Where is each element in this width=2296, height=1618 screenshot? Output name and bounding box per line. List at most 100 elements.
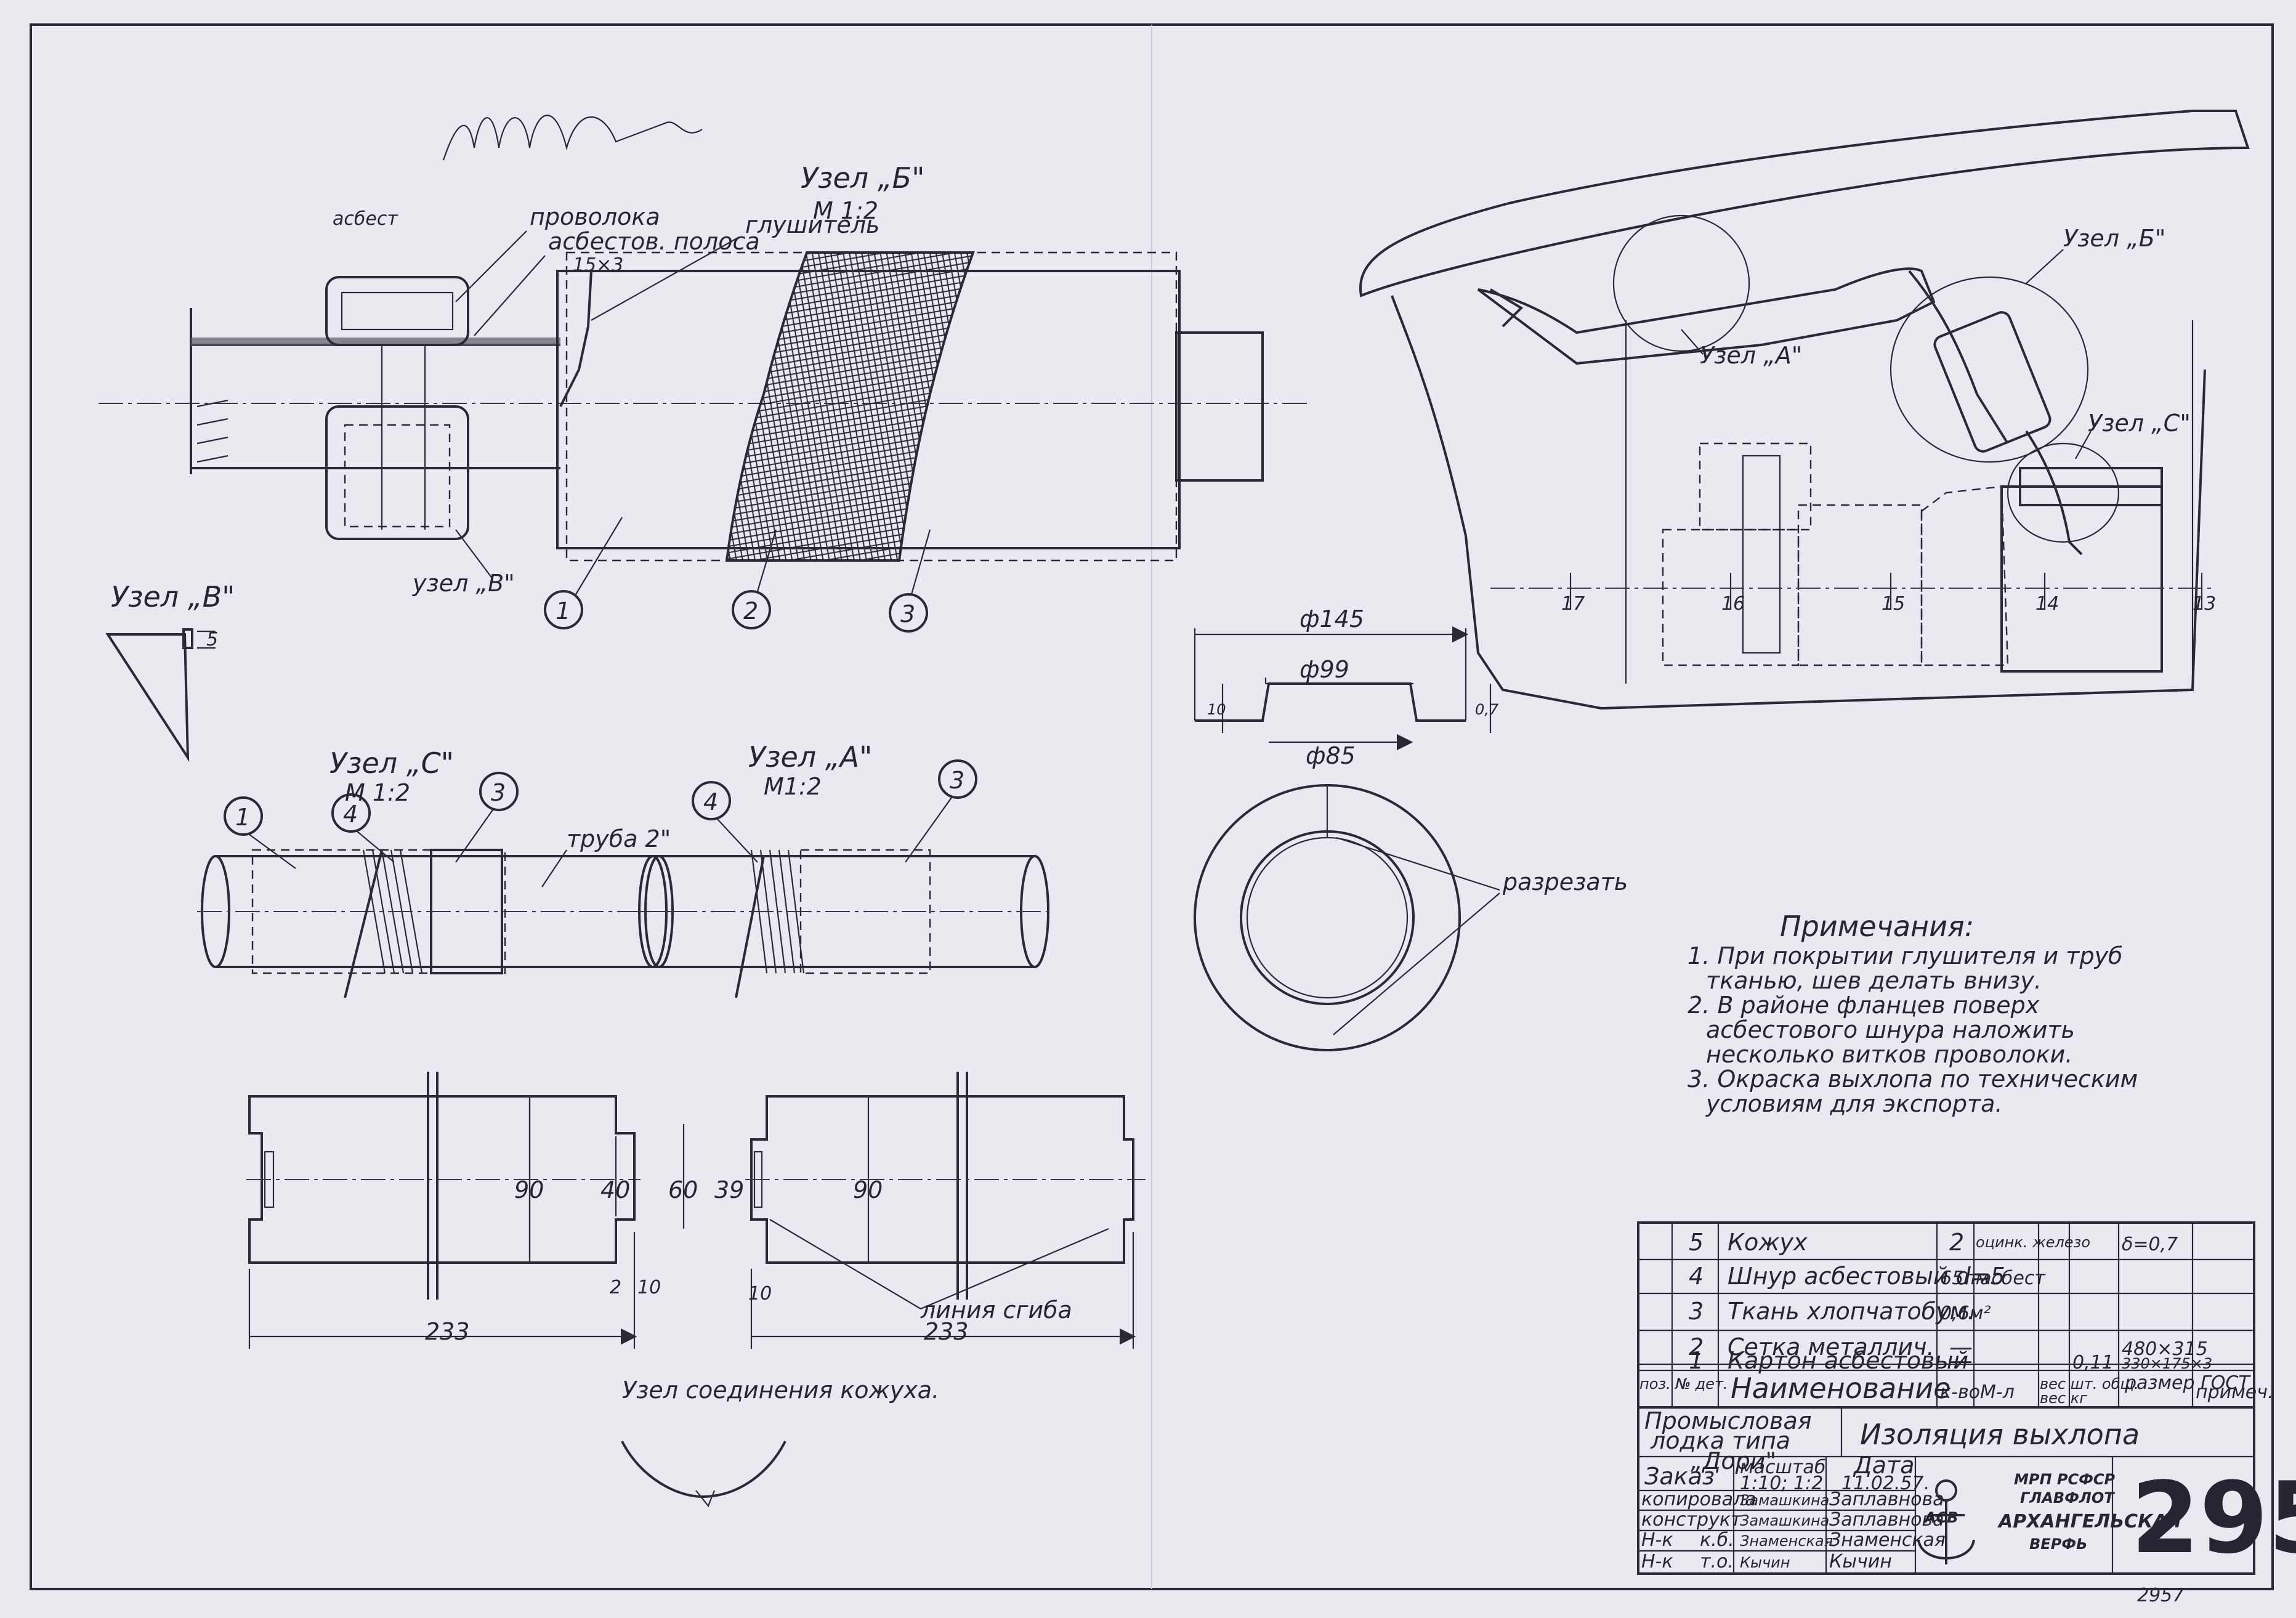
bom-row-2-pos: 2 [1689,1333,1704,1361]
role-4-name: Кычин [1829,1551,1892,1572]
bom-row-1-size: 330×175×3 [2122,1355,2212,1372]
callout-node-v-ref: узел „В" [412,570,515,597]
dev-left-d2: 10 [637,1277,661,1298]
node-a-title: Узел „А" [748,740,872,774]
callout-tape-size: 15×3 [573,254,623,276]
wire-mesh-band [725,251,975,562]
bom-row-5-material: оцинк. железо [1976,1234,2090,1251]
assembly-node-c: Узел „С" [2088,410,2191,437]
note-line-3: 2. В районе фланцев поверх [1688,992,2040,1019]
balloon-c3: 3 [479,772,519,811]
bom-row-3-name: Ткань хлопчатобум. [1728,1298,1975,1325]
balloon-a4: 4 [692,781,731,820]
node-c-view [197,849,677,998]
node-c-title: Узел „С" [329,746,454,780]
washer-d-inner: ф85 [1306,742,1356,769]
joint-sketch [621,1441,786,1508]
order-label: Заказ [1644,1463,1715,1490]
development-left [246,1072,685,1349]
role-3-sign: Знаменская [1740,1532,1833,1550]
notes-heading: Примечания: [1780,910,1974,943]
washer-t: 0,7 [1475,701,1499,718]
dev-right-width: 233 [924,1318,969,1345]
org-line-4: ВЕРФЬ [2029,1535,2087,1553]
frame-16: 16 [1721,593,1745,615]
bom-row-2-qty: — [1949,1333,1973,1361]
bom-row-2-name: Сетка металлич. [1728,1333,1934,1361]
note-line-1: 1. При покрытии глушителя и труб [1688,942,2123,969]
bom-row-2-size: 480×315 [2122,1338,2208,1360]
assembly-node-a: Узел „А" [1700,342,1802,369]
role-3: Н-к [1641,1529,1673,1551]
callout-pipe: труба 2" [567,825,671,852]
frame-14: 14 [2035,593,2059,615]
svg-text:АСВ: АСВ [1923,1509,1958,1526]
bom-row-1-name: Картон асбестовый [1728,1347,1968,1374]
bom-row-4-material: асбест [1980,1268,2046,1289]
drawing-number: 2957 [2131,1460,2296,1576]
role-4: Н-к [1641,1551,1673,1572]
node-v-sketch [105,628,216,762]
bom-header-weight-unit: вес кг [2040,1389,2087,1407]
anchor-logo: АСВ [1917,1479,1975,1564]
assembly-view [1359,110,2250,710]
bom-row-3-qty: 0,6м² [1940,1303,1991,1324]
balloon-a3: 3 [938,759,977,799]
node-v-title: Узел „В" [111,580,235,613]
product-line-3: „Дори" [1691,1447,1776,1474]
balloon-b3: 3 [889,593,928,633]
assembly-node-b: Узел „Б" [2063,225,2165,252]
date-value: 11.02.57. [1841,1473,1930,1494]
callout-joint-1: Узел соединения кожуха. [622,1377,939,1404]
dev-left-h1: 90 [514,1176,544,1203]
callout-cut: разрезать [1502,868,1628,896]
bom-row-3-pos: 3 [1689,1298,1704,1325]
product-line-2: лодка типа [1650,1427,1790,1454]
node-a-view [634,849,1053,998]
role-2: конструкт [1641,1509,1742,1531]
bom-row-1-pos: 1 [1689,1347,1704,1374]
bom-row-4-name: Шнур асбестовый d=5 [1728,1263,2005,1290]
bom-header-pos: поз. № [1639,1375,1691,1393]
callout-asbestos-faint: асбест [333,208,398,230]
bom-header-qty: к-во [1940,1381,1980,1403]
bom-header-part: № дет. [1674,1375,1728,1393]
bom-row-5-size: δ=0,7 [2122,1234,2178,1255]
dev-right-h1: 90 [853,1176,883,1203]
bom-row-1-weight: 0,11 [2072,1352,2114,1373]
callout-bend-line: линия сгиба [920,1296,1072,1324]
washer-section [1194,626,1492,751]
note-line-6: 3. Окраска выхлопа по техническим [1688,1066,2138,1093]
dev-right-d1: 10 [748,1283,772,1305]
bom-row-4-qty: 65пм [1940,1268,1989,1289]
callout-muffler: глушитель [745,211,879,238]
date-label: Дата [1853,1452,1914,1479]
detail-muffler-section [99,251,1312,562]
org-line-2: ГЛАВФЛОТ [2020,1489,2115,1507]
balloon-c1: 1 [224,796,263,836]
frame-15: 15 [1882,593,1905,615]
org-line-1: МРП РСФСР [2014,1471,2116,1488]
svg-text:4: 4 [343,801,358,828]
leader-lines-b [455,230,740,580]
stamp-number: 2957 [2137,1585,2184,1606]
scale-label: масштаб [1740,1457,1825,1478]
svg-text:2: 2 [743,597,758,625]
washer-d-outer: ф145 [1300,605,1364,633]
svg-text:1: 1 [556,597,570,625]
role-3-name: Знаменская [1829,1529,1946,1551]
balloon-b1: 1 [544,590,583,629]
development-right [745,1072,1146,1349]
callout-wire: проволока [530,203,660,230]
washer-h: 10 [1207,701,1226,718]
note-line-7: условиям для экспорта. [1705,1090,2003,1117]
product-line-1: Промысловая [1644,1407,1812,1434]
svg-text:3: 3 [491,779,506,806]
note-line-5: несколько витков проволоки. [1706,1041,2072,1068]
bom-header-size: размер ГОСТ [2124,1372,2251,1394]
role-4-sign: Кычин [1740,1554,1790,1571]
bom-header-material: М-л [1980,1381,2015,1403]
node-b-title: Узел „Б" [801,161,924,195]
role-3-sub: к.б. [1700,1529,1734,1551]
